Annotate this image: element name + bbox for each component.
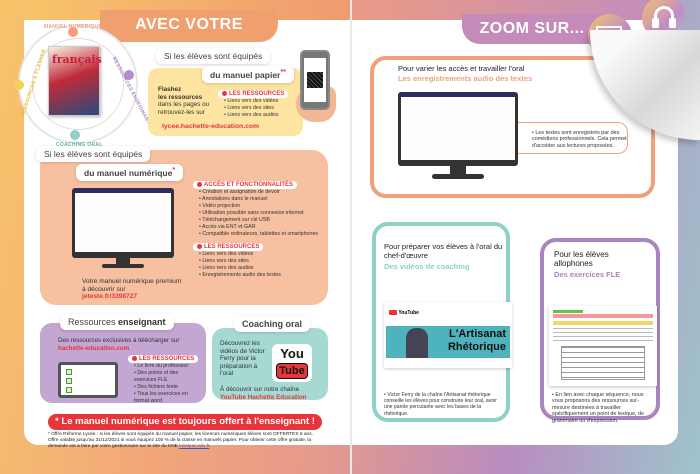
digital-monitor — [72, 188, 174, 258]
coaching-subheading: Des vidéos de coaching — [384, 262, 470, 271]
audio-heading: Pour varier les accès et travailler l'or… — [398, 64, 525, 73]
youtube-logo-icon: You Tube — [272, 344, 312, 382]
left-header-tab: AVEC VOTRE MANUEL — [100, 10, 278, 63]
digital-access: ACCÈS ET FONCTIONNALITÉS Création et ass… — [193, 181, 318, 238]
digital-resources-list: Liens vers des vidéos Liens vers des sit… — [199, 251, 281, 279]
teacher-title: Ressources enseignant — [60, 314, 174, 330]
paper-link[interactable]: lycee.hachette-education.com — [162, 123, 260, 130]
wheel-dot-yellow — [14, 80, 24, 90]
coaching-channel: À découvrir sur notre chaîne YouTube Hac… — [220, 386, 307, 401]
teacher-text: Des ressources exclusives à télécharger … — [58, 337, 180, 352]
wheel-dot-teal — [70, 130, 80, 140]
footnote: * Offre Réforme Lycée : si les élèves so… — [48, 432, 313, 449]
teacher-link[interactable]: hachette-education.com — [58, 344, 130, 352]
fle-heading: Pour les élèves allophones — [554, 250, 609, 268]
coaching-text: Découvrez les vidéos de Victor Ferry pou… — [220, 340, 265, 377]
right-header-tab: ZOOM SUR... — [462, 14, 602, 44]
fle-subheading: Des exercices FLE — [554, 270, 621, 279]
digital-resources: LES RESSOURCES Liens vers des vidéos Lie… — [193, 243, 281, 279]
paper-flash-text: Flashez les ressources dans les pages ou… — [158, 86, 210, 116]
paper-resources: LES RESSOURCES Liens vers des vidéos Lie… — [218, 90, 289, 119]
audio-subheading: Les enregistrements audio des textes — [398, 74, 533, 83]
phone-qr-icon — [300, 50, 330, 110]
checklist-laptop-icon — [58, 362, 118, 398]
wheel-label-digital: MANUEL NUMÉRIQUE — [44, 24, 103, 30]
presenter-image — [406, 328, 428, 358]
right-header-title: ZOOM SUR... — [479, 20, 585, 37]
teacher-resources-list: Le livre du professeur Des points et des… — [134, 363, 194, 405]
paper-resources-list: Liens vers des vidéos Liens vers des sit… — [224, 98, 288, 119]
paper-manual-label: du manuel papier** — [202, 66, 294, 83]
audio-monitor — [398, 92, 518, 166]
paper-resources-tag: LES RESSOURCES — [218, 90, 289, 98]
wheel-dot-orange — [68, 27, 78, 37]
fle-note: • En lien avec chaque séquence, nous vou… — [552, 392, 645, 424]
digital-access-list: Création et assignation de devoir Annota… — [199, 189, 318, 238]
wheel-label-coaching: COACHING ORAL — [56, 142, 103, 148]
digital-equipped-label: Si les élèves sont équipés — [36, 146, 151, 162]
youtube-play-icon — [389, 310, 397, 315]
teacher-resources: LES RESSOURCES Le livre du professeur De… — [128, 355, 199, 405]
wheel-dot-purple — [124, 70, 134, 80]
coaching-heading: Pour préparer vos élèves à l'oral du che… — [384, 242, 503, 260]
book-title: français — [52, 53, 102, 66]
premium-link[interactable]: jeteste.fr/3398727 — [82, 293, 137, 301]
offer-banner: * Le manuel numérique est toujours offer… — [48, 414, 322, 430]
coaching-title: Coaching oral — [234, 316, 311, 332]
premium-text: Votre manuel numérique premium à découvr… — [82, 278, 182, 301]
fle-table — [561, 346, 645, 380]
coaching-channel-link[interactable]: YouTube Hachette Education — [220, 393, 307, 401]
paper-equipped-label: Si les élèves sont équipés — [156, 48, 271, 64]
digital-manual-label: du manuel numérique* — [76, 164, 184, 181]
fle-worksheet — [549, 306, 657, 386]
audio-note: • Les textes sont enregistrés par des co… — [532, 130, 627, 149]
coaching-note: • Victor Ferry de la chaîne l'Artisanat … — [384, 392, 497, 417]
qr-code-icon — [307, 72, 323, 88]
paper-marker: ** — [280, 69, 286, 76]
textbook-cover: français — [48, 46, 102, 116]
footnote-link[interactable]: kiosque-edu.fr — [179, 443, 210, 449]
page-fold — [350, 0, 352, 474]
